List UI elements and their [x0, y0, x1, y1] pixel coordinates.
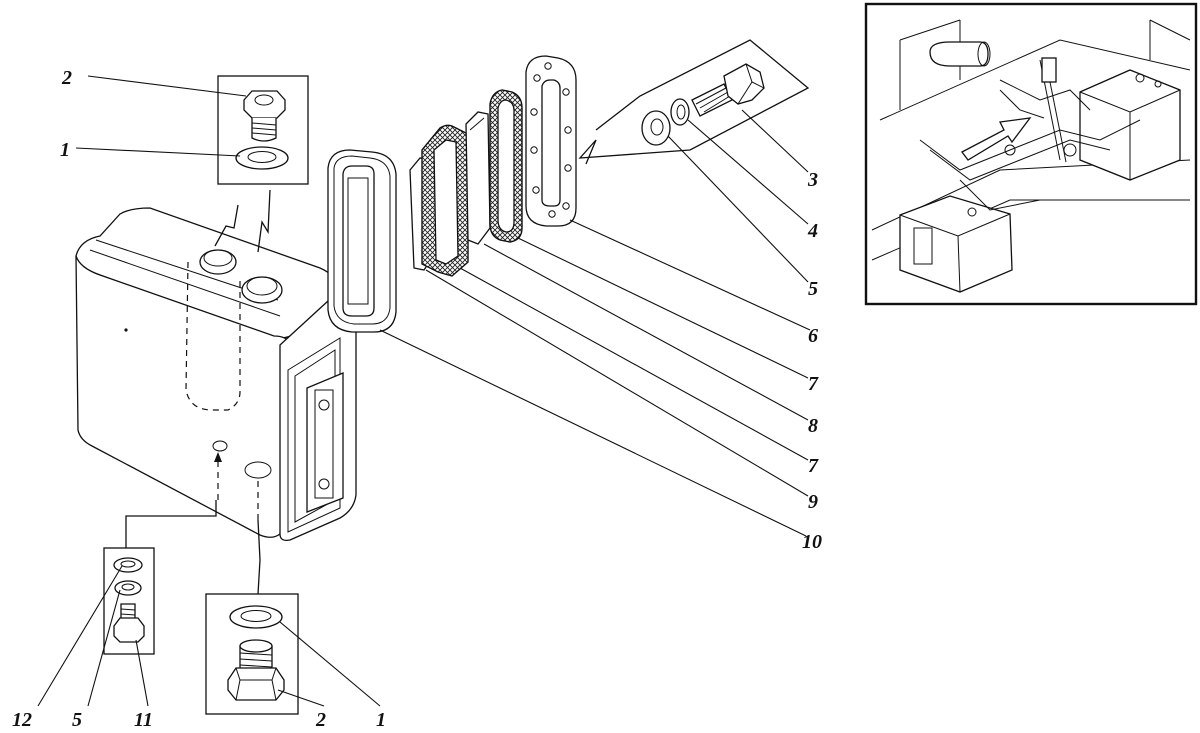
callout-4: 4: [807, 220, 818, 242]
bottom-left-lead: [125, 500, 217, 548]
callout-7-outer: 7: [808, 373, 819, 395]
callout-8: 8: [808, 415, 818, 437]
bottom-right-inset: [205, 593, 299, 715]
callout-12: 12: [12, 709, 32, 731]
callout-labels: 2 1 3 4 5 6 7 8 7 9 10 12 5 11 2 1: [12, 67, 822, 731]
callout-10: 10: [802, 531, 822, 553]
callout-7-inner: 7: [808, 455, 819, 477]
top-inset-box: [217, 75, 309, 185]
callout-1-top: 1: [60, 139, 70, 161]
bottom-left-inset: [103, 547, 155, 655]
callout-9: 9: [808, 491, 818, 513]
bolt-inset: [578, 39, 810, 165]
callout-1-bottom: 1: [376, 709, 386, 731]
callout-2-bottom: 2: [315, 709, 326, 731]
bottom-right-lead: [257, 519, 261, 595]
sight-glass-stack: [327, 55, 577, 333]
callout-11: 11: [134, 709, 153, 731]
tank-body: [75, 207, 357, 542]
inset-locator-view: [864, 2, 1198, 306]
callout-3: 3: [807, 169, 818, 191]
callout-5-right: 5: [808, 278, 818, 300]
callout-6: 6: [808, 325, 818, 347]
leader-lines: [37, 75, 811, 707]
locator-arrow: [961, 117, 1032, 161]
top-lead-line-2: [257, 189, 271, 253]
top-lead-line: [214, 204, 239, 247]
callout-2-top: 2: [61, 67, 72, 89]
callout-5-bottom: 5: [72, 709, 82, 731]
